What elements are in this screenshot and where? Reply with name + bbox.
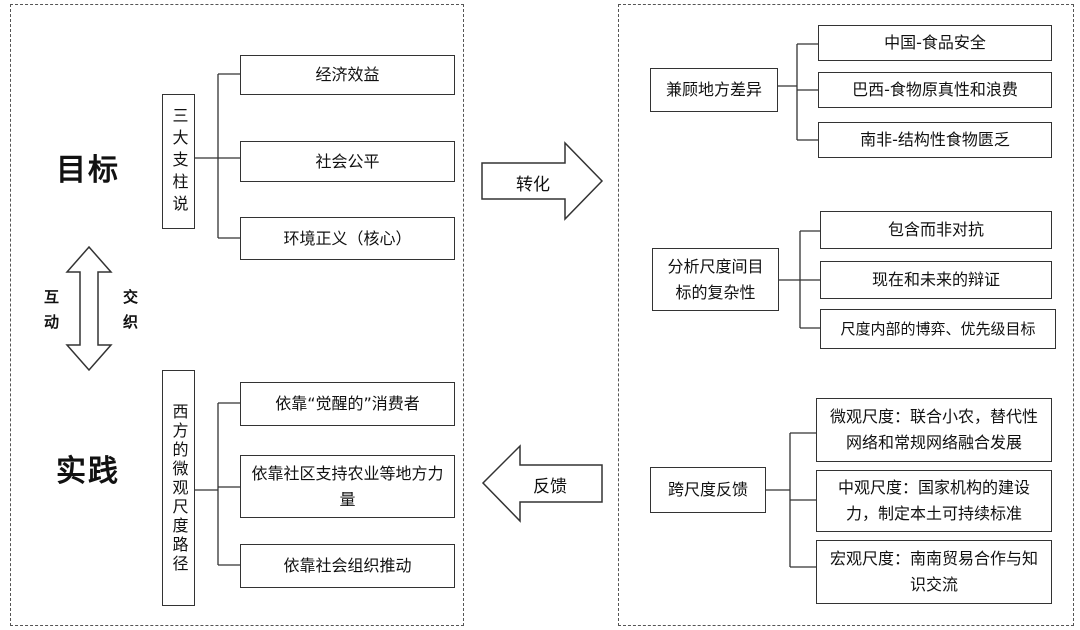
- feedback-label: 反馈: [533, 477, 567, 497]
- left-panel: [10, 4, 464, 626]
- group-item-box: 南非-结构性食物匮乏: [818, 122, 1052, 158]
- transform-label: 转化: [516, 175, 550, 195]
- micro-label-box: 西方的微观尺度路径: [162, 370, 195, 606]
- group-label-box: 跨尺度反馈: [650, 467, 766, 513]
- pillar-box: 社会公平: [240, 141, 455, 182]
- group-item-box: 微观尺度：联合小农，替代性网络和常规网络融合发展: [816, 398, 1052, 462]
- group-item-box: 巴西-食物原真性和浪费: [818, 72, 1052, 108]
- right-arrow-icon: [481, 141, 604, 221]
- pillars-label: 三大支柱说: [169, 106, 189, 217]
- micro-box: 依靠“觉醒的”消费者: [240, 382, 455, 426]
- group-item-box: 包含而非对抗: [820, 211, 1052, 249]
- interaction-left-label: 互动: [42, 289, 60, 339]
- goal-title: 目标: [56, 153, 120, 188]
- group-label-box: 兼顾地方差异: [650, 68, 778, 112]
- micro-box: 依靠社区支持农业等地方力量: [240, 455, 455, 518]
- interaction-right-label: 交织: [121, 289, 139, 339]
- left-arrow-icon: [481, 444, 603, 523]
- group-item-box: 中观尺度：国家机构的建设力，制定本土可持续标准: [816, 470, 1052, 532]
- pillars-label-box: 三大支柱说: [162, 94, 195, 229]
- pillar-box: 经济效益: [240, 55, 455, 95]
- micro-box: 依靠社会组织推动: [240, 544, 455, 588]
- group-item-box: 现在和未来的辩证: [820, 261, 1052, 299]
- practice-title: 实践: [56, 454, 120, 489]
- group-item-box: 尺度内部的博弈、优先级目标: [820, 309, 1056, 349]
- group-label-box: 分析尺度间目标的复杂性: [652, 248, 779, 311]
- pillar-box: 环境正义（核心）: [240, 217, 455, 260]
- double-arrow-icon: [65, 245, 113, 372]
- micro-label: 西方的微观尺度路径: [169, 402, 189, 574]
- group-item-box: 宏观尺度：南南贸易合作与知识交流: [816, 540, 1052, 604]
- group-item-box: 中国-食品安全: [818, 25, 1052, 61]
- right-panel: [618, 4, 1074, 626]
